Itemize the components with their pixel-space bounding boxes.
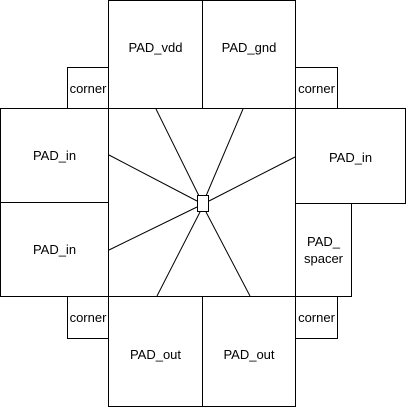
corner-bottom-left-label: corner <box>69 310 107 325</box>
pad-right-top-label: PAD_in <box>328 150 373 165</box>
corner-bottom-right: corner <box>295 296 338 339</box>
pad-right-bottom: PAD_ spacer <box>295 203 352 297</box>
pad-right-top: PAD_in <box>295 108 406 204</box>
pad-right-bottom-label: PAD_ spacer <box>303 234 344 266</box>
pad-bottom-right-label: PAD_out <box>223 347 275 362</box>
corner-top-right-label: corner <box>298 80 335 96</box>
corner-top-left: corner <box>67 67 109 109</box>
pad-top-left: PAD_vdd <box>108 0 203 109</box>
corner-bottom-right-label: corner <box>298 310 335 325</box>
pad-bottom-left: PAD_out <box>108 296 203 407</box>
corner-bottom-left: corner <box>67 296 109 339</box>
pad-left-top-label: PAD_in <box>32 148 77 163</box>
corner-top-left-label: corner <box>69 80 107 96</box>
pad-bottom-left-label: PAD_out <box>129 347 182 362</box>
pad-top-left-label: PAD_vdd <box>128 40 183 55</box>
pad-top-right-label: PAD_gnd <box>221 40 277 55</box>
pad-top-right: PAD_gnd <box>202 0 296 109</box>
pad-left-bottom-label: PAD_in <box>32 242 77 257</box>
core-area <box>108 108 296 297</box>
pad-left-bottom: PAD_in <box>0 202 109 297</box>
pad-left-top: PAD_in <box>0 108 109 203</box>
pad-bottom-right: PAD_out <box>202 296 296 407</box>
corner-top-right: corner <box>295 67 338 109</box>
